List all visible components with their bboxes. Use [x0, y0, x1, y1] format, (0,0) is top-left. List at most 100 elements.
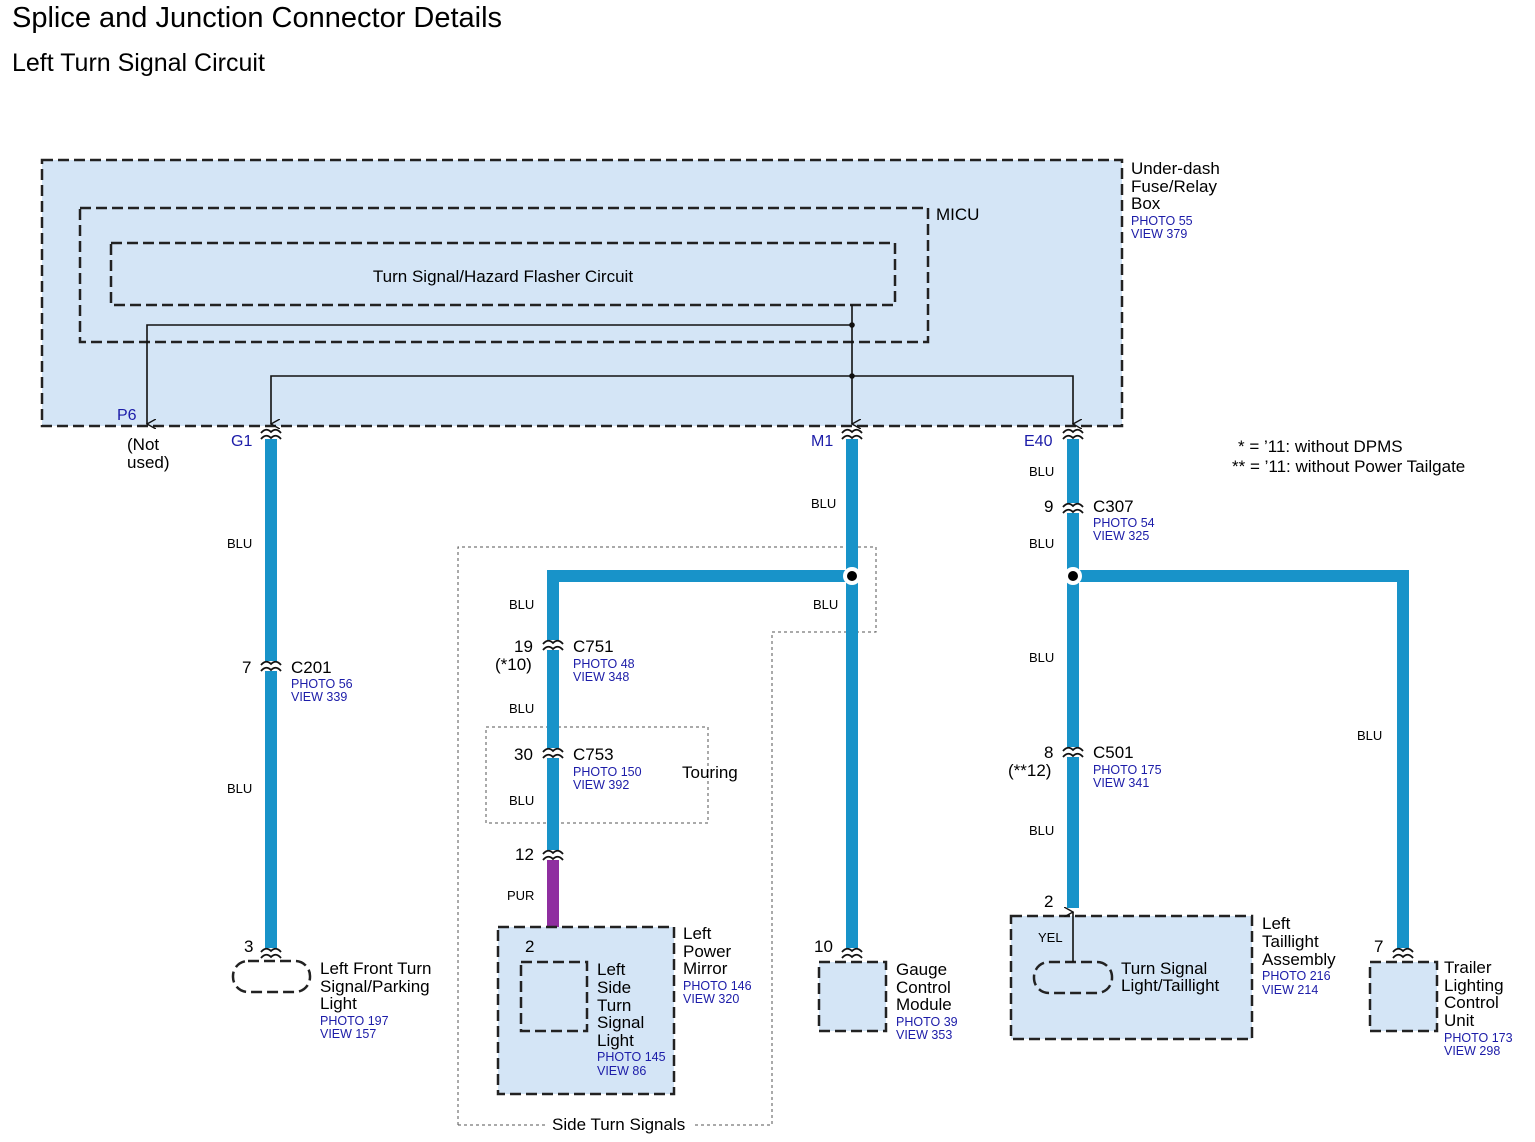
terminal-p6: P6 — [117, 407, 137, 424]
c751-pin: 19 — [514, 637, 533, 656]
c201-photo: PHOTO 56 — [291, 677, 353, 691]
under-dash-fuse-relay-box — [40, 158, 1124, 428]
wire-side-branch — [547, 570, 852, 852]
flasher-circuit-label: Turn Signal/Hazard Flasher Circuit — [373, 267, 633, 286]
gauge-pin: 10 — [814, 937, 833, 956]
front-turn-pin: 3 — [244, 937, 253, 956]
turn-lamp-name-1: Turn Signal — [1121, 959, 1207, 978]
mirror-name-3: Mirror — [683, 959, 728, 978]
connector-symbol-trailer — [1392, 947, 1414, 959]
note-dpms: * = ’11: without DPMS — [1238, 437, 1403, 456]
connector-symbol-g1 — [260, 428, 282, 440]
connector-symbol-c201 — [260, 660, 282, 672]
internal-junction — [849, 322, 855, 328]
fuse-box-view: VIEW 379 — [1131, 227, 1187, 241]
connector-symbol-m1 — [841, 428, 863, 440]
internal-g1-line — [271, 375, 852, 424]
trailer-control-unit-box — [1368, 960, 1439, 1033]
trailer-name-2: Lighting — [1444, 976, 1504, 995]
gauge-photo: PHOTO 39 — [896, 1015, 958, 1029]
mirror-name-1: Left — [683, 924, 712, 943]
gauge-control-module-box — [817, 960, 888, 1033]
micu-box — [78, 206, 930, 344]
not-used-label-1: (Not — [127, 435, 159, 454]
connector-gap-front-turn — [260, 948, 282, 958]
touring-outline — [485, 726, 709, 824]
connector-symbol-c751 — [542, 639, 564, 651]
trailer-pin: 7 — [1374, 937, 1383, 956]
gauge-name-3: Module — [896, 995, 952, 1014]
c753-name: C753 — [573, 745, 614, 764]
internal-e40-line — [852, 375, 1073, 424]
connector-symbol-c501 — [1062, 746, 1084, 758]
c201-pin: 7 — [242, 658, 251, 677]
side-light-name-1: Left — [597, 960, 626, 979]
side-light-photo: PHOTO 145 — [597, 1050, 666, 1064]
side-turn-light-box — [519, 960, 589, 1033]
front-turn-name-1: Left Front Turn — [320, 959, 432, 978]
connector-gap-trailer — [1392, 948, 1414, 958]
internal-p6-line — [147, 324, 852, 424]
c201-name: C201 — [291, 658, 332, 677]
taillight-view: VIEW 214 — [1262, 983, 1318, 997]
connector-gap-pin12 — [542, 850, 564, 860]
gauge-name-1: Gauge — [896, 960, 947, 979]
c753-pin: 30 — [514, 745, 533, 764]
terminal-e40: E40 — [1024, 433, 1053, 450]
internal-junction — [849, 373, 855, 379]
not-used-label-2: used) — [127, 453, 170, 472]
c751-photo: PHOTO 48 — [573, 657, 635, 671]
connector-symbol-e40 — [1062, 428, 1084, 440]
wire-color-label: BLU — [813, 597, 838, 612]
c751-alt-pin: (*10) — [495, 655, 532, 674]
connector-gap-c501 — [1062, 747, 1084, 757]
wire-color-label: BLU — [1029, 464, 1054, 479]
note-power-tailgate: ** = ’11: without Power Tailgate — [1232, 457, 1465, 476]
connector-symbol-c753 — [542, 747, 564, 759]
c201-view: VIEW 339 — [291, 690, 347, 704]
c501-view: VIEW 341 — [1093, 776, 1149, 790]
connector-gap-g1 — [260, 429, 282, 439]
flasher-circuit-box — [109, 241, 897, 307]
terminal-g1: G1 — [231, 433, 252, 450]
connector-gap-c753 — [542, 748, 564, 758]
side-light-name-3: Turn — [597, 996, 631, 1015]
c307-view: VIEW 325 — [1093, 529, 1149, 543]
gauge-view: VIEW 353 — [896, 1028, 952, 1042]
fuse-box-name-3: Box — [1131, 194, 1161, 213]
side-turn-signals-label: Side Turn Signals — [552, 1115, 685, 1134]
taillight-pin: 2 — [1044, 892, 1053, 911]
splice-point — [847, 571, 857, 581]
c501-name: C501 — [1093, 743, 1134, 762]
wire-color-label: BLU — [811, 496, 836, 511]
wire-color-label: BLU — [1357, 728, 1382, 743]
wire-color-label: BLU — [509, 597, 534, 612]
trailer-name-4: Unit — [1444, 1011, 1475, 1030]
front-turn-lamp-symbol — [231, 959, 312, 994]
connector-gap-c307 — [1062, 503, 1084, 513]
front-turn-view: VIEW 157 — [320, 1027, 376, 1041]
c501-alt-pin: (**12) — [1008, 761, 1051, 780]
page-title: Splice and Junction Connector Details — [12, 2, 503, 34]
connector-gap-c751 — [542, 640, 564, 650]
c753-view: VIEW 392 — [573, 778, 629, 792]
wire-color-label: BLU — [227, 781, 252, 796]
c307-photo: PHOTO 54 — [1093, 516, 1155, 530]
connector-symbol-gauge — [841, 947, 863, 959]
side-turn-signals-outline — [457, 546, 877, 1126]
connector-gap-c201 — [260, 661, 282, 671]
taillight-name-1: Left — [1262, 914, 1291, 933]
connector-symbol-front-turn — [260, 947, 282, 959]
wire-color-label: BLU — [509, 701, 534, 716]
fuse-box-photo: PHOTO 55 — [1131, 214, 1193, 228]
c751-view: VIEW 348 — [573, 670, 629, 684]
c501-photo: PHOTO 175 — [1093, 763, 1162, 777]
taillight-assembly-box — [1009, 914, 1254, 1041]
splice-point — [1068, 571, 1078, 581]
side-light-name-5: Light — [597, 1031, 634, 1050]
trailer-view: VIEW 298 — [1444, 1044, 1500, 1058]
side-light-pin: 2 — [525, 937, 534, 956]
side-light-view: VIEW 86 — [597, 1064, 646, 1078]
wire-color-label: PUR — [507, 888, 534, 903]
connector-symbol-pin12 — [542, 849, 564, 861]
